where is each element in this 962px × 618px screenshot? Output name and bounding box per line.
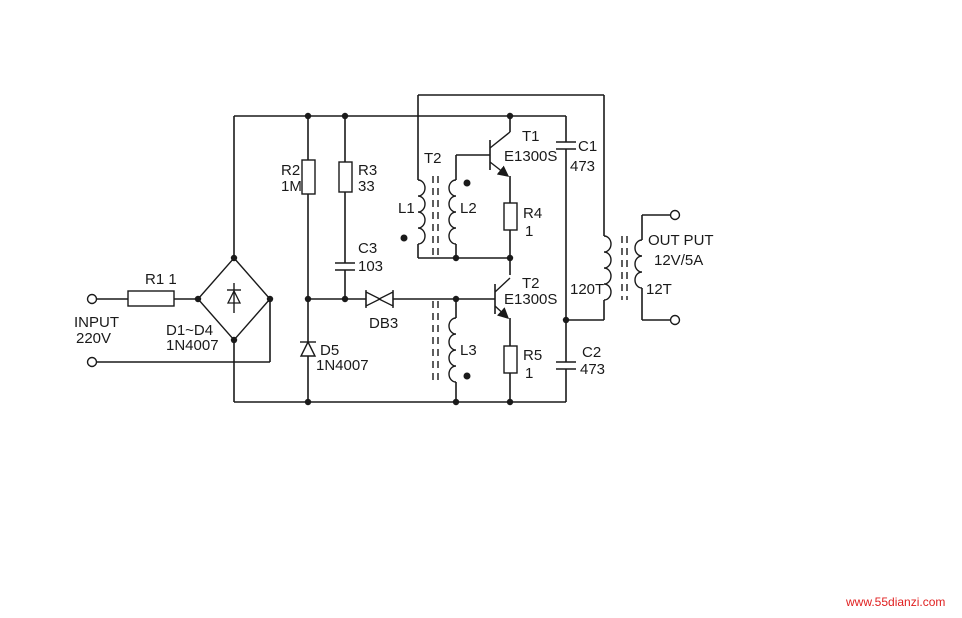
output-terminal-top bbox=[669, 209, 681, 221]
label-c2-value: 473 bbox=[580, 361, 605, 378]
label-c1-value: 473 bbox=[570, 158, 595, 175]
resistor-r5 bbox=[503, 345, 518, 374]
label-e1300s-t2: E1300S bbox=[504, 291, 557, 308]
coil-secondary-12t bbox=[634, 239, 643, 289]
label-1n4007-bridge: 1N4007 bbox=[166, 337, 219, 354]
coil-l2 bbox=[448, 179, 457, 245]
label-output: OUT PUT bbox=[648, 232, 714, 249]
input-terminal-top bbox=[86, 293, 98, 305]
label-1n4007-d5: 1N4007 bbox=[316, 357, 369, 374]
label-220v: 220V bbox=[76, 330, 111, 347]
diac-db3 bbox=[365, 290, 394, 308]
coil-l1 bbox=[417, 179, 426, 245]
resistor-r1 bbox=[127, 290, 175, 307]
label-d5: D5 bbox=[320, 342, 339, 359]
label-r3: R3 bbox=[358, 162, 377, 179]
resistor-r4 bbox=[503, 202, 518, 231]
capacitor-c1 bbox=[556, 141, 576, 150]
transistor-t1 bbox=[489, 131, 511, 177]
transistor-t2 bbox=[494, 277, 511, 319]
input-terminals bbox=[86, 293, 98, 368]
label-r4-value: 1 bbox=[525, 223, 533, 240]
label-t1: T1 bbox=[522, 128, 540, 145]
output-terminal-bottom bbox=[669, 314, 681, 326]
label-r1: R1 1 bbox=[145, 271, 177, 288]
label-r5: R5 bbox=[523, 347, 542, 364]
label-c3-value: 103 bbox=[358, 258, 383, 275]
resistor-r3 bbox=[338, 161, 353, 193]
label-12t: 12T bbox=[646, 281, 672, 298]
capacitor-c3 bbox=[335, 262, 355, 271]
label-e1300s-t1: E1300S bbox=[504, 148, 557, 165]
input-terminal-bottom bbox=[86, 356, 98, 368]
label-r4: R4 bbox=[523, 205, 542, 222]
label-c2: C2 bbox=[582, 344, 601, 361]
label-t2-transistor: T2 bbox=[522, 275, 540, 292]
bridge-rectifier bbox=[197, 116, 271, 402]
coil-l3 bbox=[448, 317, 457, 383]
label-c3: C3 bbox=[358, 240, 377, 257]
label-l2: L2 bbox=[460, 200, 477, 217]
label-120t: 120T bbox=[570, 281, 604, 298]
capacitor-c2 bbox=[556, 361, 576, 370]
label-input: INPUT bbox=[74, 314, 119, 331]
label-12v-5a: 12V/5A bbox=[654, 252, 703, 269]
coil-primary-120t bbox=[603, 235, 612, 301]
label-l3: L3 bbox=[460, 342, 477, 359]
label-r3-value: 33 bbox=[358, 178, 375, 195]
label-r5-value: 1 bbox=[525, 365, 533, 382]
label-r2-value: 1M bbox=[281, 178, 302, 195]
label-c1: C1 bbox=[578, 138, 597, 155]
resistor-r2 bbox=[301, 159, 316, 195]
watermark: www.55dianzi.com bbox=[846, 595, 946, 609]
label-l1: L1 bbox=[398, 200, 415, 217]
label-r2: R2 bbox=[281, 162, 300, 179]
label-d1-d4: D1~D4 bbox=[166, 322, 213, 339]
label-db3: DB3 bbox=[369, 315, 398, 332]
label-t2-top: T2 bbox=[424, 150, 442, 167]
diode-d5 bbox=[299, 340, 317, 357]
